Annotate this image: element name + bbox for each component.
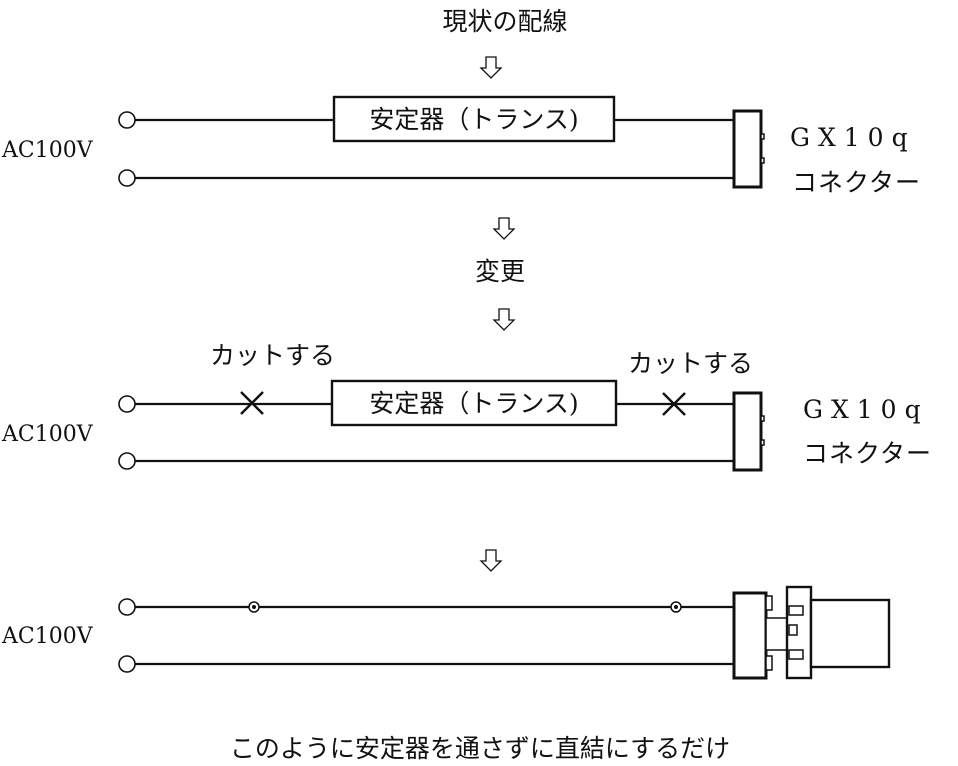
down-arrow-icon bbox=[480, 549, 502, 572]
terminal bbox=[118, 395, 136, 413]
direct-wiring: AC100V bbox=[1, 585, 891, 680]
diagram-title: 現状の配線 bbox=[442, 7, 567, 36]
change-label: 変更 bbox=[475, 257, 525, 286]
connector-model: GX10q bbox=[803, 395, 929, 424]
connector-pin bbox=[760, 415, 765, 422]
terminal bbox=[118, 111, 136, 129]
down-arrow-icon bbox=[480, 56, 502, 79]
cut-mark-left-icon bbox=[240, 391, 264, 415]
connector bbox=[732, 109, 763, 189]
stabilizer-box bbox=[332, 95, 616, 143]
cut-mark-right-icon bbox=[662, 392, 686, 416]
splice-point-icon bbox=[248, 601, 260, 613]
connector-pin bbox=[760, 133, 765, 140]
current-wiring: AC100V 安定器（トランス) GX10q コネクター bbox=[1, 95, 921, 197]
cut-wiring: カットする カットする AC100V 安定器（トランス) GX10q コネクター bbox=[1, 341, 932, 472]
down-arrow-icon bbox=[493, 308, 515, 331]
terminal bbox=[118, 655, 136, 673]
cut-label-left: カットする bbox=[210, 341, 335, 370]
connector-pin bbox=[760, 439, 765, 446]
caption: このように安定器を通さずに直結にするだけ bbox=[230, 734, 730, 763]
terminal bbox=[118, 452, 136, 470]
connector bbox=[732, 391, 763, 472]
connector-pin bbox=[760, 157, 765, 164]
terminal bbox=[118, 598, 136, 616]
terminal bbox=[118, 169, 136, 187]
source-label: AC100V bbox=[1, 624, 94, 649]
lamp-with-connector-icon bbox=[732, 585, 891, 680]
source-label: AC100V bbox=[1, 422, 94, 447]
splice-point-icon bbox=[670, 601, 682, 613]
down-arrow-icon bbox=[493, 217, 515, 240]
stabilizer-box bbox=[330, 379, 618, 427]
source-label: AC100V bbox=[1, 138, 94, 163]
stabilizer-label: 安定器（トランス) bbox=[369, 105, 578, 134]
connector-model: GX10q bbox=[790, 123, 916, 152]
connector-label: コネクター bbox=[792, 168, 921, 197]
cut-label-right: カットする bbox=[628, 349, 753, 378]
connector-label: コネクター bbox=[803, 439, 932, 468]
stabilizer-label: 安定器（トランス) bbox=[369, 389, 578, 418]
